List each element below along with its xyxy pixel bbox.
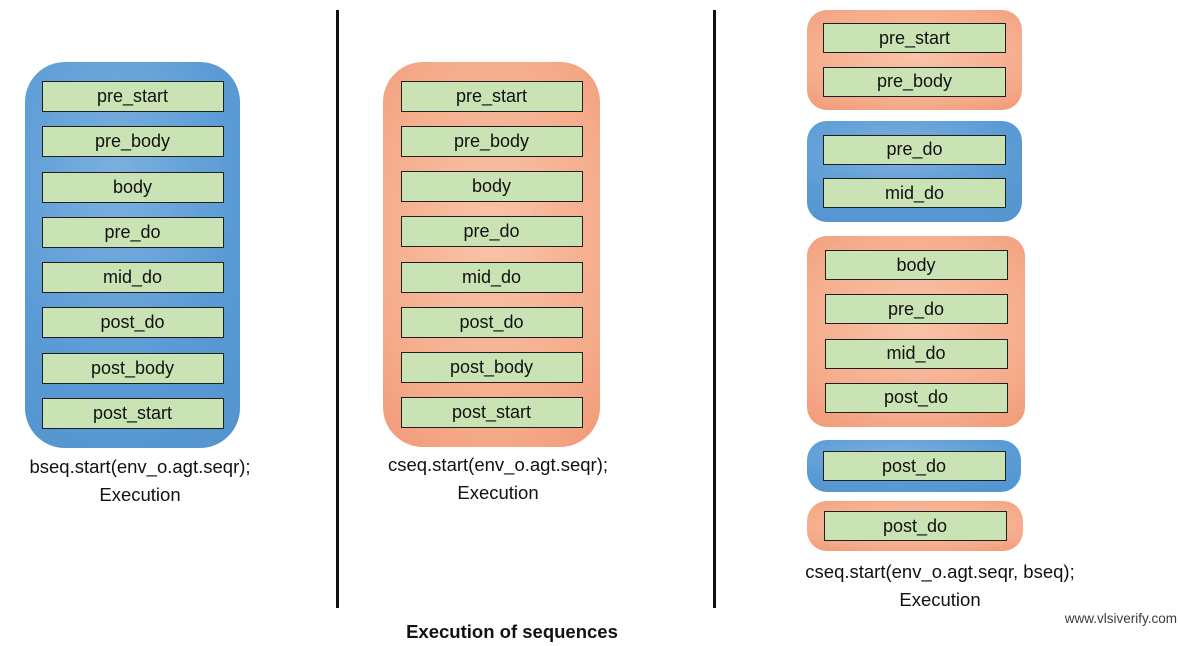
cseq-bseq-group-pre-mid-do: pre_do mid_do [807, 121, 1022, 222]
phase-box-pre-do: pre_do [400, 216, 583, 248]
phase-box-mid-do: mid_do [400, 261, 583, 293]
phase-box-pre-start: pre_start [41, 81, 224, 112]
phase-box-pre-body: pre_body [41, 126, 224, 158]
phase-box-pre-body: pre_body [823, 66, 1006, 97]
watermark: www.vlsiverify.com [1064, 611, 1177, 626]
cseq-caption: cseq.start(env_o.agt.seqr); Execution [358, 451, 638, 507]
phase-box-mid-do: mid_do [823, 178, 1006, 209]
cseq-bseq-group-post-do-blue: post_do [807, 440, 1021, 492]
cseq-bseq-group-pre-start-body: pre_start pre_body [807, 10, 1022, 110]
phase-box-post-do: post_do [824, 382, 1008, 413]
phase-box-pre-start: pre_start [823, 23, 1006, 54]
phase-box-body: body [400, 171, 583, 203]
cseq-bseq-caption-code: cseq.start(env_o.agt.seqr, bseq); [805, 561, 1075, 582]
divider-line-left [336, 10, 339, 608]
cseq-bseq-group-post-do-orange: post_do [807, 501, 1023, 551]
phase-box-body: body [41, 171, 224, 203]
cseq-bseq-caption: cseq.start(env_o.agt.seqr, bseq); Execut… [795, 558, 1085, 614]
bseq-sequence-container: pre_start pre_body body pre_do mid_do po… [25, 62, 240, 448]
bseq-caption-code: bseq.start(env_o.agt.seqr); [29, 456, 251, 477]
phase-box-post-start: post_start [400, 396, 583, 428]
phase-box-post-do: post_do [41, 307, 224, 339]
phase-box-pre-do: pre_do [41, 216, 224, 248]
phase-box-post-start: post_start [41, 397, 224, 429]
cseq-sequence-container: pre_start pre_body body pre_do mid_do po… [383, 62, 600, 447]
phase-box-post-do: post_do [822, 451, 1006, 481]
phase-box-post-do: post_do [400, 306, 583, 338]
phase-box-post-body: post_body [41, 352, 224, 384]
phase-box-pre-do: pre_do [824, 294, 1008, 325]
phase-box-pre-body: pre_body [400, 126, 583, 158]
phase-box-mid-do: mid_do [41, 262, 224, 294]
bseq-caption: bseq.start(env_o.agt.seqr); Execution [0, 453, 280, 509]
phase-box-mid-do: mid_do [824, 338, 1008, 369]
phase-box-pre-start: pre_start [400, 81, 583, 112]
cseq-bseq-caption-execution: Execution [899, 589, 981, 610]
cseq-bseq-group-body-do: body pre_do mid_do post_do [807, 236, 1025, 427]
phase-box-body: body [824, 250, 1008, 281]
phase-box-pre-do: pre_do [823, 134, 1006, 165]
page-title: Execution of sequences [406, 621, 618, 642]
divider-line-right [713, 10, 716, 608]
phase-box-post-body: post_body [400, 351, 583, 383]
phase-box-post-do: post_do [823, 511, 1007, 541]
cseq-caption-code: cseq.start(env_o.agt.seqr); [387, 454, 609, 475]
bseq-caption-execution: Execution [99, 484, 181, 505]
cseq-caption-execution: Execution [457, 482, 539, 503]
